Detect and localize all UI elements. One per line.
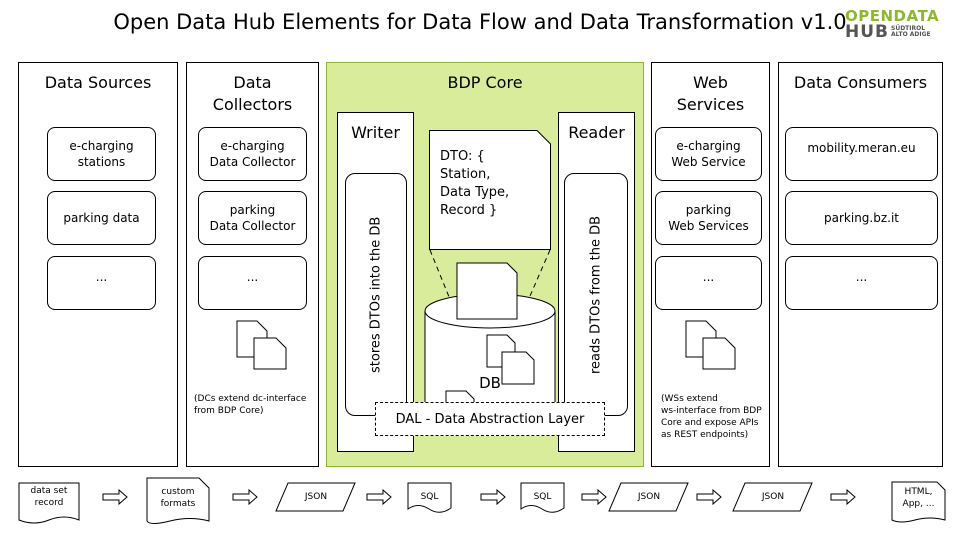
data-flow-row xyxy=(18,477,946,524)
consumer-card-parking-bz: parking.bz.it xyxy=(785,191,938,245)
json-shape-3 xyxy=(732,482,813,512)
flow-sql-label-2: SQL xyxy=(533,492,552,502)
bdp-core-heading: BDP Core xyxy=(447,73,523,92)
json-shape-1 xyxy=(275,482,356,512)
reader-description: reads DTOs from the DB xyxy=(564,173,628,416)
documents-icon xyxy=(685,320,736,370)
webservices-note: (WSs extend ws-interface from BDP Core a… xyxy=(661,394,762,440)
collector-card-more: ... xyxy=(198,256,307,310)
data-sources-heading: Data Sources xyxy=(44,73,152,92)
source-card-parking: parking data xyxy=(47,191,156,245)
ws-card-more: ... xyxy=(655,256,762,310)
logo-line-2: HUB xyxy=(845,22,889,42)
web-services-heading: Web Services xyxy=(676,73,745,114)
flow-json-label-3: JSON xyxy=(761,492,785,502)
documents-icon xyxy=(236,320,287,370)
flow-html-label: HTML, App, ... xyxy=(902,487,935,509)
arrow-icon xyxy=(102,488,128,506)
writer-description: stores DTOs into the DB xyxy=(345,173,407,416)
sql-shape-1 xyxy=(407,482,452,513)
data-consumers-heading: Data Consumers xyxy=(793,73,928,92)
arrow-icon xyxy=(830,488,856,506)
record-shape xyxy=(18,482,80,524)
database-cylinder xyxy=(424,249,556,432)
sql-shape-2 xyxy=(520,482,565,513)
arrow-icon xyxy=(232,488,258,506)
logo-region-de: SÜDTIROL xyxy=(891,25,926,32)
ws-card-parking: parking Web Services xyxy=(655,191,762,245)
arrow-icon xyxy=(696,488,722,506)
flow-custom-label: custom formats xyxy=(160,487,196,509)
dal-layer: DAL - Data Abstraction Layer xyxy=(375,402,605,436)
ws-card-echarging: e-charging Web Service xyxy=(655,127,762,181)
data-collectors-heading: Data Collectors xyxy=(212,73,293,114)
db-label: DB xyxy=(479,374,501,392)
custom-formats-shape xyxy=(146,477,210,524)
json-shape-2 xyxy=(608,482,689,512)
reader-heading: Reader xyxy=(568,123,625,142)
logo-region-it: ALTO ADIGE xyxy=(891,31,931,39)
arrow-icon xyxy=(480,488,506,506)
flow-sql-label-1: SQL xyxy=(420,492,439,502)
collectors-note: (DCs extend dc-interface from BDP Core) xyxy=(194,394,307,416)
writer-heading: Writer xyxy=(351,123,400,142)
dto-document-shape xyxy=(429,130,551,250)
flow-record-label: data set record xyxy=(30,486,68,508)
arrow-icon xyxy=(366,488,392,506)
page-title: Open Data Hub Elements for Data Flow and… xyxy=(113,10,847,34)
arrow-icon xyxy=(581,488,607,506)
consumer-card-more: ... xyxy=(785,256,938,310)
collector-card-echarging: e-charging Data Collector xyxy=(198,127,307,181)
flow-json-label-2: JSON xyxy=(637,492,661,502)
logo-line-1: OPENDATA xyxy=(845,7,940,25)
dto-definition: DTO: { Station, Data Type, Record } xyxy=(440,149,510,218)
consumer-card-meran: mobility.meran.eu xyxy=(785,127,938,181)
collector-card-parking: parking Data Collector xyxy=(198,191,307,245)
flow-json-label-1: JSON xyxy=(304,492,328,502)
html-shape xyxy=(891,481,946,523)
source-card-more: ... xyxy=(47,256,156,310)
source-card-echarging: e-charging stations xyxy=(47,127,156,181)
